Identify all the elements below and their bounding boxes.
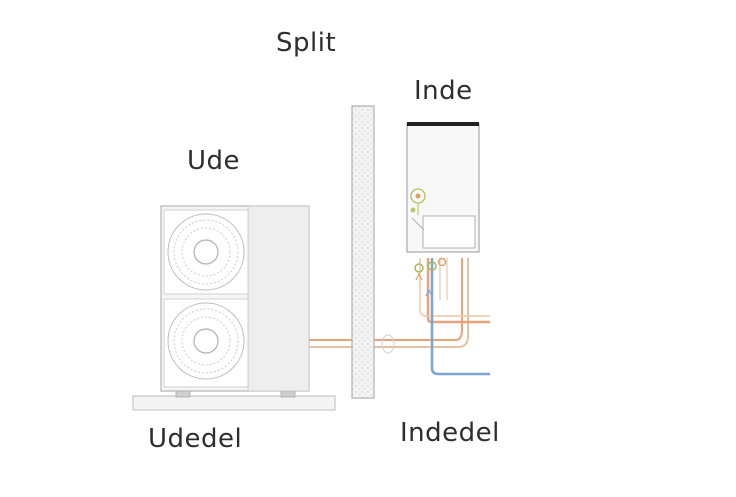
refrigerant-pipes [309, 258, 469, 354]
wall-icon [351, 105, 375, 399]
outdoor-base-slab [132, 389, 336, 411]
label-outdoor-part: Udedel [148, 424, 243, 454]
label-split: Split [276, 28, 337, 58]
outdoor-fan-upper-icon [163, 209, 249, 295]
water-pipes [414, 257, 490, 376]
label-indoor-unit: Inde [414, 76, 473, 106]
outdoor-fan-lower-icon [163, 298, 249, 388]
label-outdoor-unit: Ude [187, 146, 241, 176]
label-indoor-part: Indedel [400, 418, 500, 448]
outdoor-unit-icon [160, 205, 310, 392]
indoor-unit-icon [406, 122, 480, 253]
